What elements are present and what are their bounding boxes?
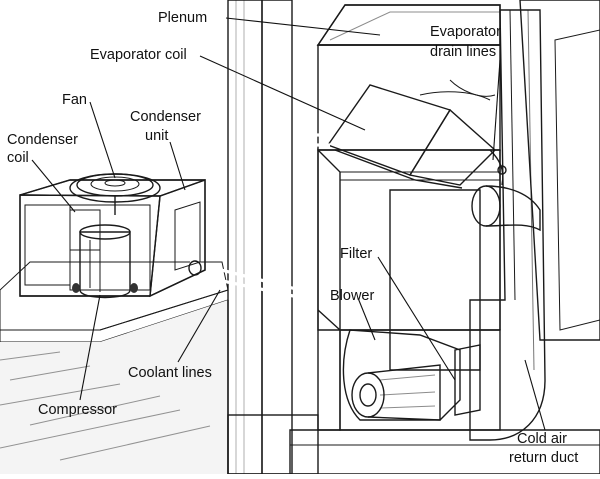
- label-evaporator-drain-lines-line1: Evaporator: [430, 24, 501, 40]
- label-blower: Blower: [330, 288, 374, 304]
- label-plenum: Plenum: [158, 10, 207, 26]
- evaporator-drain-line: [489, 149, 507, 186]
- label-coolant-lines: Coolant lines: [128, 365, 212, 381]
- label-evaporator-coil: Evaporator coil: [90, 47, 187, 63]
- leader-condenser-unit: [169, 141, 186, 191]
- leader-cold-air-return-duct: [524, 359, 546, 431]
- filter: [454, 344, 481, 416]
- cold-air-return-duct: [469, 9, 546, 441]
- back-wall: [519, 0, 600, 341]
- label-condenser-coil-line2: coil: [7, 150, 29, 166]
- label-condenser-unit-line1: Condenser: [130, 109, 201, 125]
- leader-compressor: [79, 294, 101, 401]
- leader-lines: [31, 17, 546, 431]
- label-evaporator-drain-lines-line2: drain lines: [430, 44, 496, 60]
- label-compressor: Compressor: [38, 402, 117, 418]
- leader-blower: [357, 297, 376, 341]
- blower: [342, 329, 461, 421]
- house-wall: [227, 0, 319, 475]
- compressor: [72, 224, 138, 299]
- labels: Plenum Evaporator coil Evaporator drain …: [7, 10, 578, 466]
- label-cold-air-return-duct-line1: Cold air: [517, 431, 567, 447]
- coolant-lines: [189, 133, 330, 302]
- leader-evaporator-drain-lines: [492, 59, 501, 161]
- leader-evaporator-coil: [199, 55, 366, 131]
- leader-plenum: [225, 17, 381, 36]
- leader-condenser-coil: [31, 159, 76, 213]
- leader-coolant-lines: [177, 289, 221, 363]
- label-fan: Fan: [62, 92, 87, 108]
- leader-filter: [377, 256, 456, 381]
- label-cold-air-return-duct-line2: return duct: [509, 450, 578, 466]
- leader-fan: [89, 101, 116, 179]
- label-condenser-coil-line1: Condenser: [7, 132, 78, 148]
- label-filter: Filter: [340, 246, 372, 262]
- label-condenser-unit-line2: unit: [145, 128, 168, 144]
